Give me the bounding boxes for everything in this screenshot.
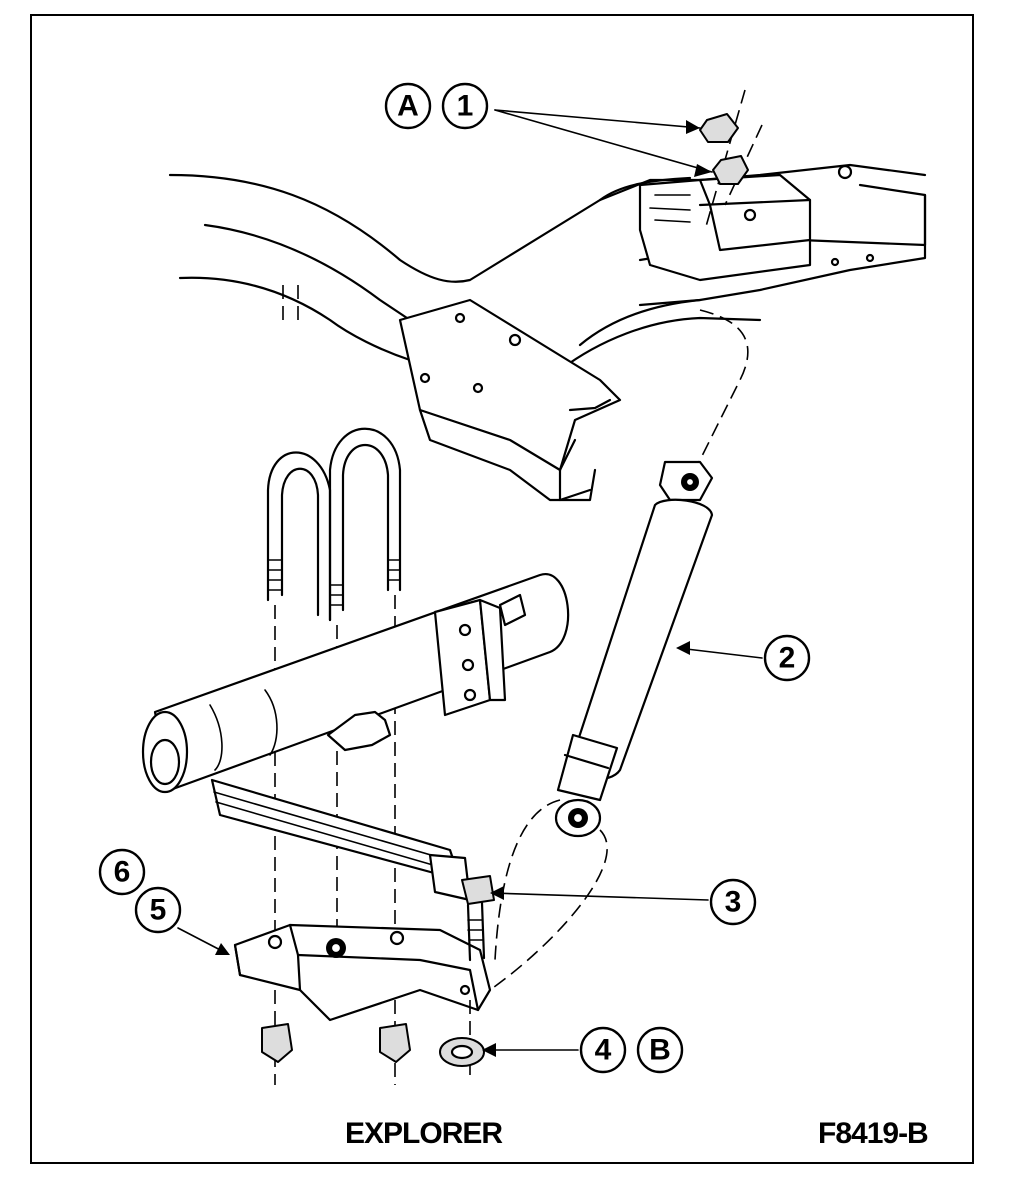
upper-shock-nuts — [649, 89, 763, 231]
leader-lines — [177, 109, 763, 1057]
callout-2-label: 2 — [779, 642, 796, 675]
callout-4: 4 — [579, 1026, 627, 1074]
callout-6: 6 — [98, 848, 146, 896]
callout-b-label: B — [649, 1034, 671, 1067]
u-bolts — [266, 427, 402, 940]
shock-absorber — [489, 309, 749, 991]
axle-tube — [141, 573, 570, 794]
model-caption: EXPLORER — [345, 1117, 503, 1150]
callout-a: A — [384, 82, 432, 130]
callout-1-label: 1 — [457, 90, 474, 123]
frame-rail — [168, 163, 927, 502]
shock-lower-bolt — [461, 875, 495, 962]
lower-nuts — [261, 1023, 485, 1067]
callout-a-label: A — [397, 90, 419, 123]
callout-3-label: 3 — [725, 886, 742, 919]
spring-plate — [233, 923, 492, 1085]
callout-5-label: 5 — [150, 894, 167, 927]
figure-code: F8419-B — [818, 1117, 928, 1150]
callout-b: B — [636, 1026, 684, 1074]
callout-1: 1 — [441, 82, 489, 130]
callout-6-label: 6 — [114, 856, 131, 889]
callout-2: 2 — [763, 634, 811, 682]
leaf-spring — [210, 778, 472, 902]
callout-3: 3 — [709, 878, 757, 926]
callout-4-label: 4 — [595, 1034, 612, 1067]
callout-5: 5 — [134, 886, 182, 934]
